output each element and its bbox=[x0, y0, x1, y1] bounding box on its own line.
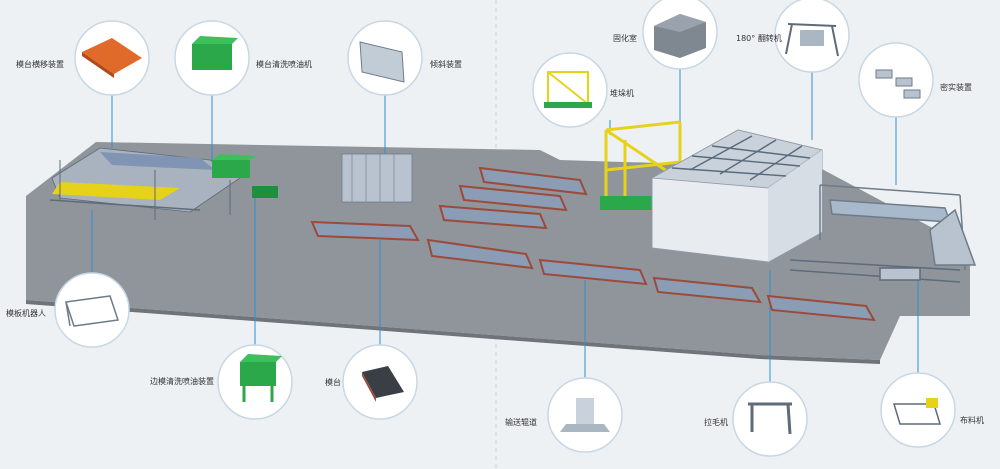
cleaning-oiling-machine bbox=[212, 154, 278, 198]
label-conveyor-roller: 输送辊道 bbox=[505, 418, 537, 427]
label-tilting: 倾斜装置 bbox=[430, 60, 462, 69]
mold-table-icon bbox=[362, 366, 404, 402]
label-mold-table: 模台 bbox=[325, 378, 341, 387]
stacker-icon bbox=[544, 71, 592, 108]
label-edge-mold-cleaning-oiling: 边模清洗喷油装置 bbox=[150, 377, 214, 386]
brushing-machine-icon bbox=[748, 402, 792, 435]
label-brushing: 拉毛机 bbox=[704, 418, 728, 427]
stacker-base bbox=[600, 196, 660, 210]
callout-brushing bbox=[732, 381, 808, 457]
label-formwork-robot: 模板机器人 bbox=[6, 309, 46, 318]
tilting-device-icon bbox=[359, 41, 405, 83]
callout-formwork-robot bbox=[54, 272, 130, 348]
mold-table-6 bbox=[438, 204, 548, 230]
mold-table-5 bbox=[766, 294, 876, 322]
mold-table-3 bbox=[538, 258, 648, 286]
label-flip-180: 180° 翻转机 bbox=[736, 34, 782, 43]
conveyor-roller-icon bbox=[560, 398, 610, 432]
mold-table-7 bbox=[458, 184, 568, 212]
curing-room-icon bbox=[654, 14, 706, 58]
edge-cleaning-device-icon bbox=[240, 354, 282, 402]
flip-machine-icon bbox=[785, 23, 839, 57]
label-mold-cleaning-oiling: 模台清洗喷油机 bbox=[256, 60, 312, 69]
callout-circles bbox=[54, 0, 956, 457]
formwork-station bbox=[49, 147, 241, 220]
mold-tables bbox=[310, 166, 876, 322]
distributor-icon bbox=[892, 398, 942, 425]
label-distributor: 布料机 bbox=[960, 416, 984, 425]
label-compacting: 密实装置 bbox=[940, 83, 972, 92]
callout-distributor bbox=[880, 372, 956, 448]
flip-machine bbox=[819, 184, 977, 271]
mold-table-4 bbox=[652, 276, 762, 304]
mold-table-2 bbox=[426, 238, 534, 270]
label-curing-room: 固化室 bbox=[613, 34, 637, 43]
compacting-device-icon bbox=[875, 69, 921, 99]
formwork-robot-icon bbox=[65, 295, 119, 327]
label-mold-transfer: 模台横移装置 bbox=[16, 60, 64, 69]
mold-table-1 bbox=[310, 220, 420, 242]
distributor bbox=[789, 259, 961, 283]
tilting-device bbox=[341, 153, 413, 203]
cleaning-oiling-machine-icon bbox=[192, 36, 238, 70]
callout-lines bbox=[91, 65, 919, 382]
mold-transfer-icon bbox=[82, 38, 142, 78]
label-stacker: 堆垛机 bbox=[610, 89, 634, 98]
curing-room bbox=[650, 129, 823, 263]
mold-table-8 bbox=[478, 166, 588, 196]
